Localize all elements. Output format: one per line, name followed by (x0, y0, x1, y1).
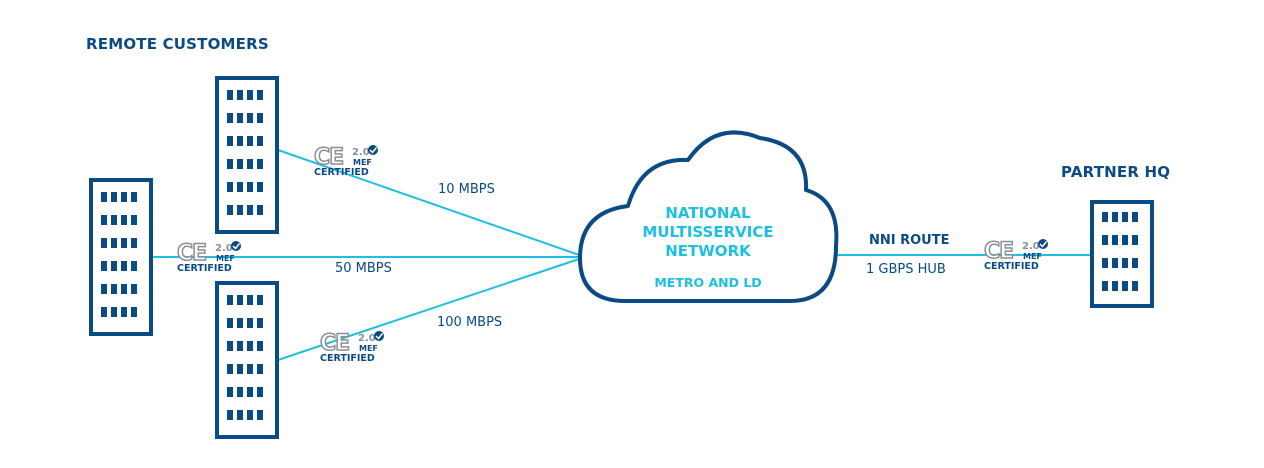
office-building-icon-bottom (215, 281, 279, 439)
nni-route-title: NNI ROUTE (869, 233, 950, 248)
network-title-line-3: NETWORK (665, 242, 751, 260)
cloud-icon (578, 130, 839, 303)
network-subtitle: METRO AND LD (654, 275, 762, 290)
network-title-line-1: NATIONAL (665, 204, 751, 222)
office-building-icon-top (215, 76, 279, 234)
partner-hq-heading: PARTNER HQ (1061, 163, 1171, 181)
office-building-icon-partner (1090, 200, 1154, 308)
network-title-line-2: MULTISSERVICE (642, 223, 774, 241)
office-building-icon-left (89, 178, 153, 336)
nni-route-speed: 1 GBPS HUB (866, 262, 946, 277)
link-speed-middle: 50 MBPS (335, 261, 392, 276)
link-speed-bottom: 100 MBPS (437, 315, 503, 330)
ce-mef-certified-badge-icon-top (313, 144, 379, 176)
link-speed-top: 10 MBPS (438, 182, 495, 197)
remote-customers-heading: REMOTE CUSTOMERS (86, 35, 269, 53)
